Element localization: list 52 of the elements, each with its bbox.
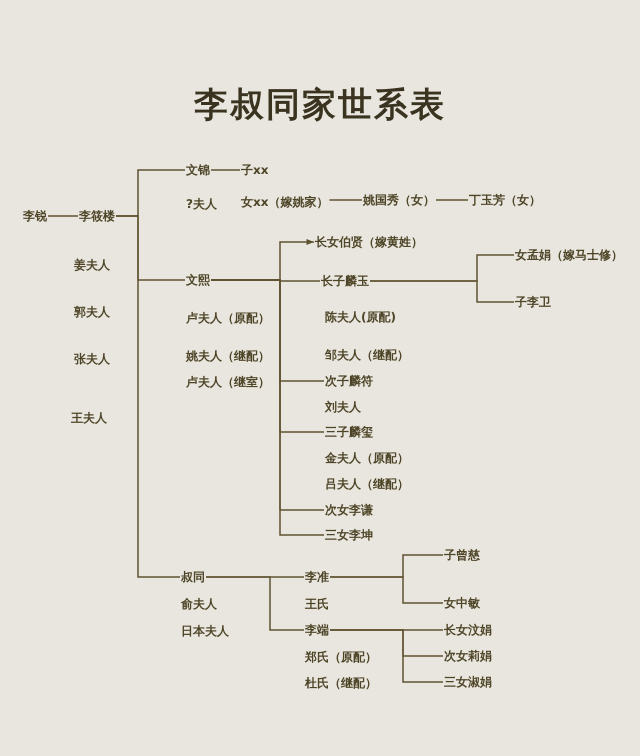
spouse-name: 邹夫人（继配） xyxy=(324,347,410,363)
connector-line xyxy=(116,215,180,578)
spouse-name: 张夫人 xyxy=(73,351,111,367)
person-name: 丁玉芳（女） xyxy=(468,192,542,208)
spouse-name: 刘夫人 xyxy=(324,399,362,415)
person-name: 三女淑娟 xyxy=(443,674,493,690)
connector-line xyxy=(329,199,362,201)
person-name: 李锐 xyxy=(22,208,48,224)
connector-line xyxy=(370,280,514,303)
person-name: 长女汶娟 xyxy=(443,622,493,638)
connector-line xyxy=(211,169,240,171)
person-name: 姚国秀（女） xyxy=(362,192,436,208)
connector-line xyxy=(330,576,443,604)
person-name: 次子麟符 xyxy=(324,373,374,389)
person-name: 子xx xyxy=(240,162,270,178)
person-name: 李端 xyxy=(304,622,330,638)
connector-line xyxy=(48,215,78,217)
spouse-name: 姚夫人（继配） xyxy=(185,348,271,364)
person-name: 子曾慈 xyxy=(443,547,481,563)
spouse-name: 陈夫人(原配) xyxy=(324,309,397,325)
spouse-name: 日本夫人 xyxy=(180,623,230,639)
person-name: 次女莉娟 xyxy=(443,648,493,664)
person-name: 李准 xyxy=(304,569,330,585)
connector-line xyxy=(206,576,304,631)
spouse-name: 卢夫人（原配） xyxy=(185,310,271,326)
person-name: 长女伯贤（嫁黄姓） xyxy=(314,234,424,250)
spouse-name: 王氏 xyxy=(304,596,330,612)
person-name: 三女李坤 xyxy=(324,527,374,543)
spouse-name: 郭夫人 xyxy=(73,304,111,320)
person-name: 文锦 xyxy=(185,162,211,178)
spouse-name: 金夫人（原配） xyxy=(324,450,410,466)
person-name: 子李卫 xyxy=(514,294,552,310)
person-name: 女xx（嫁姚家） xyxy=(240,194,330,210)
spouse-name: 郑氏（原配） xyxy=(304,649,378,665)
person-name: 次女李谦 xyxy=(324,502,374,518)
person-name: 叔同 xyxy=(180,569,206,585)
spouse-name: 杜氏（继配） xyxy=(304,675,378,691)
connector-line xyxy=(330,629,443,683)
spouse-name: 吕夫人（继配） xyxy=(324,476,410,492)
person-name: 文熙 xyxy=(185,272,211,288)
spouse-name: 姜夫人 xyxy=(73,257,111,273)
title: 李叔同家世系表 xyxy=(192,84,447,127)
spouse-name: 俞夫人 xyxy=(180,596,218,612)
spouse-name: 王夫人 xyxy=(70,410,108,426)
spouse-name: ?夫人 xyxy=(185,196,218,212)
person-name: 长子麟玉 xyxy=(320,273,370,289)
connector-line xyxy=(436,199,468,201)
person-name: 李筱楼 xyxy=(78,208,116,224)
person-name: 女中敏 xyxy=(443,595,481,611)
person-name: 女孟娟（嫁马士修） xyxy=(514,247,624,263)
person-name: 三子麟玺 xyxy=(324,424,374,440)
spouse-name: 卢夫人（继室） xyxy=(185,374,271,390)
